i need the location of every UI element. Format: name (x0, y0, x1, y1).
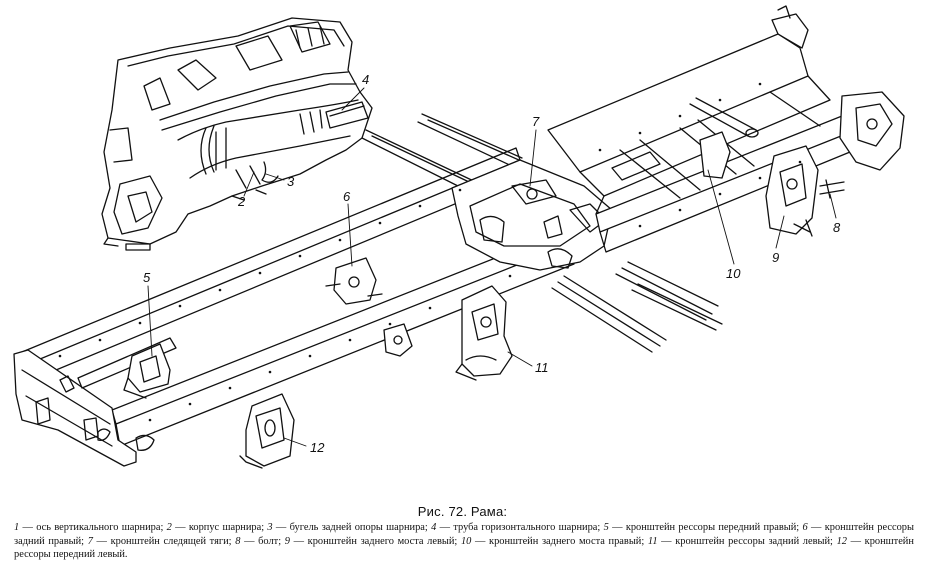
callout-5: 5 (143, 270, 151, 285)
articulation-joint (451, 159, 613, 271)
figure-legend: 1 — ось вертикального шарнира; 2 — корпу… (14, 521, 914, 562)
bracket-6 (325, 257, 383, 305)
bracket-12 (239, 393, 295, 469)
legend-item: 4 — труба горизонтального шарнира; (431, 522, 601, 533)
legend-item: 1 — ось вертикального шарнира; (14, 522, 164, 533)
bracket-10 (699, 131, 731, 179)
callout-11: 11 (535, 360, 549, 375)
front-frame (13, 147, 575, 467)
legend-item: 8 — болт; (235, 535, 282, 547)
legend-item: 10 — кронштейн заднего моста правый; (460, 535, 645, 547)
callout-9: 9 (772, 250, 779, 265)
bolt-8 (793, 179, 845, 237)
legend-item: 6 — кронштейн рессоры задний правый; (14, 522, 914, 547)
callout-10: 10 (726, 266, 741, 281)
legend-item: 2 — корпус шарнира; (166, 522, 265, 533)
figure-title: Рис. 72. Рама: (417, 504, 508, 519)
callout-3: 3 (287, 174, 295, 189)
callout-labels: 1 2 3 4 5 6 7 8 9 10 11 12 (143, 72, 841, 455)
bracket-11 (455, 285, 513, 381)
callout-6: 6 (343, 189, 351, 204)
leaf-springs (361, 113, 723, 353)
legend-item: 7 — кронштейн следящей тяги; (87, 535, 232, 547)
callout-2: 2 (237, 194, 246, 209)
legend-item: 3 — бугель задней опоры шарнира; (267, 522, 428, 533)
legend-item: 9 — кронштейн заднего моста левый; (284, 535, 458, 547)
rivet-holes (58, 82, 802, 422)
hinge-cutaway (101, 17, 373, 251)
leader-lines (147, 87, 837, 447)
callout-4: 4 (362, 72, 369, 87)
bracket-5 (123, 343, 171, 399)
rail-bracket (383, 323, 413, 357)
frame-drawing: 1 2 3 4 5 6 7 8 9 10 11 12 (13, 5, 905, 469)
legend-item: 5 — кронштейн рессоры передний правый; (603, 522, 800, 533)
legend-item: 11 — кронштейн рессоры задний левый; (647, 535, 833, 547)
legend-item: 12 — кронштейн рессоры передний левый. (14, 535, 914, 561)
rear-frame (547, 5, 905, 253)
callout-12: 12 (310, 440, 325, 455)
callout-7: 7 (532, 114, 540, 129)
callout-8: 8 (833, 220, 841, 235)
bracket-9 (765, 145, 819, 235)
